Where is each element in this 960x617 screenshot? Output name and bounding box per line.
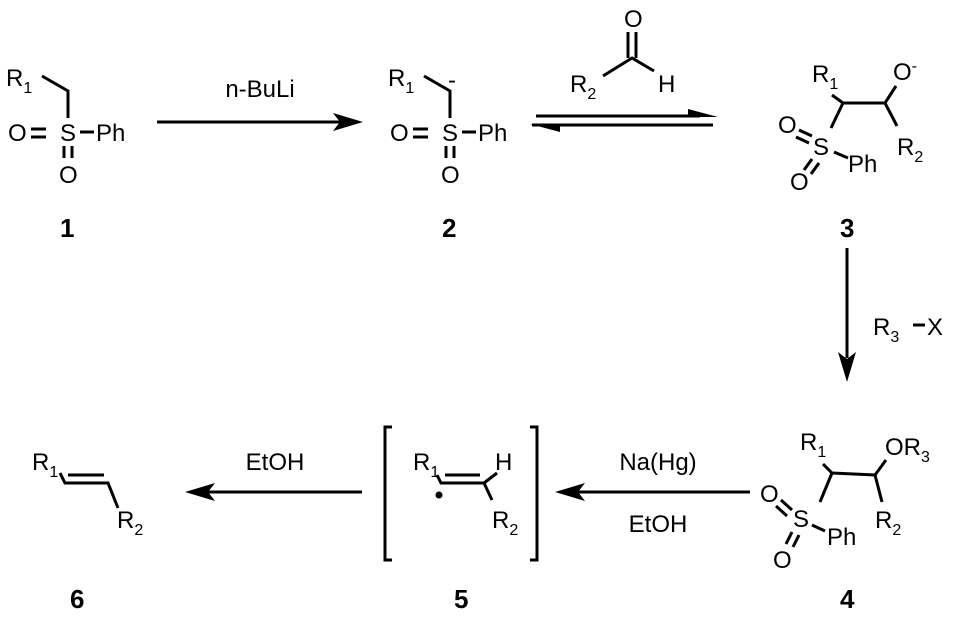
r2-label: R2 bbox=[492, 507, 518, 539]
r1-label: R1 bbox=[800, 429, 826, 461]
sulfur: S bbox=[813, 134, 829, 161]
compound-6: R1 R2 6 bbox=[32, 449, 143, 614]
oxygen: O bbox=[624, 6, 643, 33]
sulfur: S bbox=[442, 120, 458, 147]
right-bracket bbox=[530, 425, 539, 562]
oxygen: O bbox=[790, 169, 809, 196]
sulfur: S bbox=[60, 120, 76, 147]
oxygen: O bbox=[59, 162, 78, 189]
oxygen: O bbox=[390, 120, 409, 147]
solvent-label: EtOH bbox=[629, 511, 688, 538]
arrow-step-4: Na(Hg) EtOH bbox=[555, 449, 750, 538]
compound-3: R1 O- R2 O S Ph O 3 bbox=[778, 58, 923, 243]
compound-1: R1 O S Ph O 1 bbox=[6, 65, 125, 243]
oxygen: O bbox=[8, 120, 27, 147]
r1-label: R1 bbox=[6, 65, 32, 97]
r1-label: R1 bbox=[388, 65, 414, 97]
alkoxide: O- bbox=[893, 58, 917, 86]
bond bbox=[423, 74, 452, 118]
r1-label: R1 bbox=[413, 449, 439, 481]
phenyl: Ph bbox=[478, 120, 507, 147]
compound-number: 2 bbox=[442, 213, 456, 243]
left-bracket bbox=[383, 425, 392, 562]
reagent-label: Na(Hg) bbox=[619, 449, 696, 476]
aldehyde-reagent: O R2 H bbox=[570, 6, 675, 103]
hydrogen: H bbox=[658, 71, 675, 98]
compound-4: R1 OR3 R2 O S Ph O 4 bbox=[760, 429, 930, 614]
charge: - bbox=[448, 67, 456, 94]
phenyl: Ph bbox=[827, 524, 856, 551]
r2-label: R2 bbox=[897, 134, 923, 166]
bond bbox=[41, 74, 70, 118]
compound-number: 5 bbox=[454, 584, 468, 614]
r2-label: R2 bbox=[117, 507, 143, 539]
compound-number: 1 bbox=[60, 213, 74, 243]
equilibrium-arrow bbox=[530, 109, 718, 132]
oxygen: O bbox=[441, 162, 460, 189]
phenyl: Ph bbox=[848, 151, 877, 178]
oxygen: O bbox=[778, 112, 797, 139]
radical-dot bbox=[435, 491, 443, 499]
alkylating-agent: R3 bbox=[873, 314, 899, 346]
r2-label: R2 bbox=[570, 71, 596, 103]
compound-5: R1 H R2 5 bbox=[383, 425, 539, 614]
phenyl: Ph bbox=[96, 120, 125, 147]
hydrogen: H bbox=[495, 449, 512, 476]
ether-label: OR3 bbox=[885, 434, 930, 466]
arrow-step-1: n-BuLi bbox=[157, 76, 363, 131]
arrow-step-5: EtOH bbox=[185, 449, 362, 501]
compound-number: 6 bbox=[70, 584, 84, 614]
r2-label: R2 bbox=[875, 507, 901, 539]
compound-number: 4 bbox=[840, 584, 855, 614]
oxygen: O bbox=[760, 481, 779, 508]
reagent-label: EtOH bbox=[246, 449, 305, 476]
oxygen: O bbox=[773, 547, 792, 574]
leaving-group: X bbox=[927, 314, 943, 341]
sulfur: S bbox=[793, 506, 809, 533]
compound-number: 3 bbox=[840, 213, 854, 243]
r1-label: R1 bbox=[812, 61, 838, 93]
compound-2: R1 - O S Ph O 2 bbox=[388, 65, 507, 243]
arrow-step-3: R3 X bbox=[838, 248, 943, 382]
r1-label: R1 bbox=[32, 449, 58, 481]
reagent-label: n-BuLi bbox=[225, 76, 294, 103]
